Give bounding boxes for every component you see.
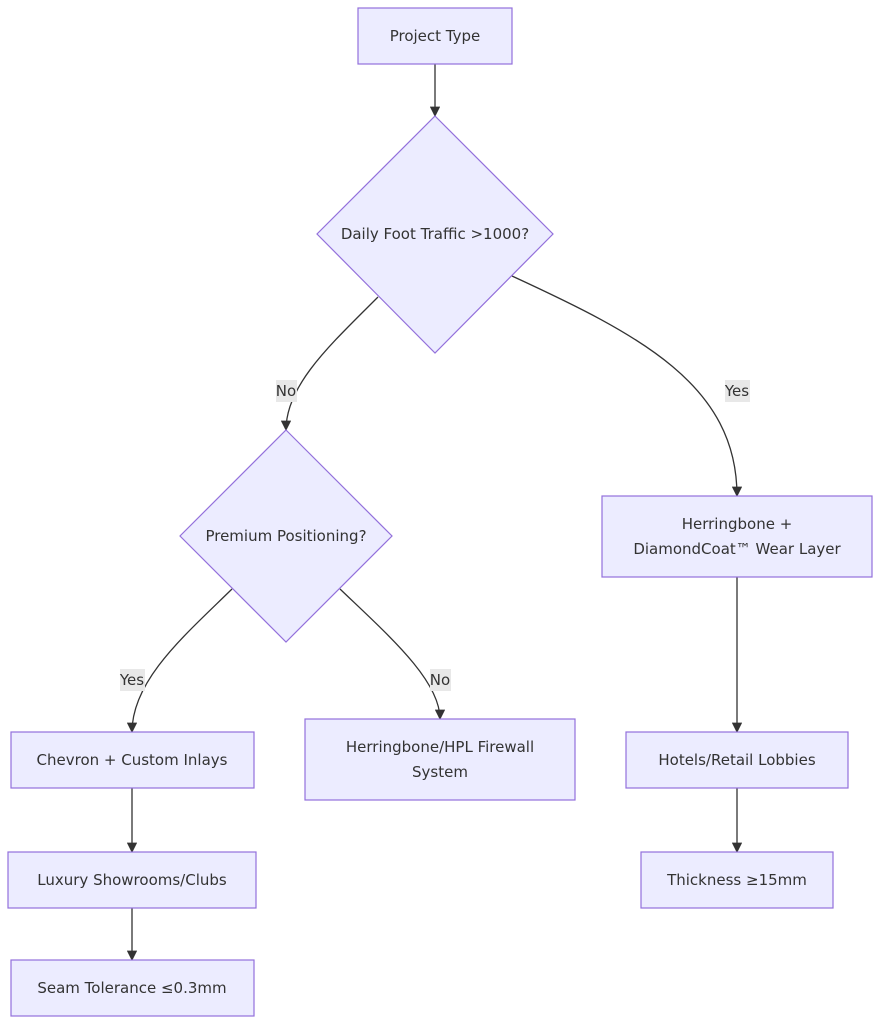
decision-label: Premium Positioning? (205, 527, 366, 545)
edge-traffic-yes (511, 275, 743, 498)
edge-traffic-no (280, 296, 379, 432)
decision-premium-positioning: Premium Positioning? (179, 429, 393, 643)
node-label: Seam Tolerance ≤0.3mm (37, 979, 226, 997)
edge-label-traffic-yes: Yes (724, 380, 750, 402)
node-luxury-showrooms: Luxury Showrooms/Clubs (7, 851, 257, 909)
edge-label-premium-no: No (430, 669, 451, 691)
decision-label: Daily Foot Traffic >1000? (341, 225, 529, 243)
node-chevron-inlays: Chevron + Custom Inlays (10, 731, 255, 789)
edge-label-text: Yes (119, 671, 144, 689)
node-herringbone-hpl: Herringbone/HPL Firewall System (304, 718, 576, 801)
node-seam-tolerance: Seam Tolerance ≤0.3mm (10, 959, 255, 1017)
node-herringbone-diamondcoat: Herringbone + DiamondCoat™ Wear Layer (601, 495, 873, 578)
edge-label-text: Yes (724, 382, 749, 400)
edge-premium-yes (126, 588, 233, 734)
edge-premium-no (339, 588, 446, 721)
node-hotels-retail: Hotels/Retail Lobbies (625, 731, 849, 789)
edge-label-text: No (276, 382, 296, 400)
node-label-line2: DiamondCoat™ Wear Layer (633, 540, 841, 558)
node-label-line2: System (412, 763, 468, 781)
node-label: Luxury Showrooms/Clubs (37, 871, 227, 889)
node-project-type: Project Type (357, 7, 513, 65)
node-label: Thickness ≥15mm (666, 871, 807, 889)
edge-label-text: No (430, 671, 450, 689)
edge-label-traffic-no: No (276, 380, 297, 402)
decision-foot-traffic: Daily Foot Traffic >1000? (316, 115, 554, 354)
node-thickness: Thickness ≥15mm (640, 851, 834, 909)
node-label: Chevron + Custom Inlays (37, 751, 228, 769)
node-label: Project Type (390, 27, 481, 45)
edge-label-premium-yes: Yes (119, 669, 145, 691)
edges (126, 64, 743, 962)
node-label: Hotels/Retail Lobbies (658, 751, 815, 769)
node-label-line1: Herringbone + (682, 515, 793, 533)
node-label-line1: Herringbone/HPL Firewall (346, 738, 534, 756)
